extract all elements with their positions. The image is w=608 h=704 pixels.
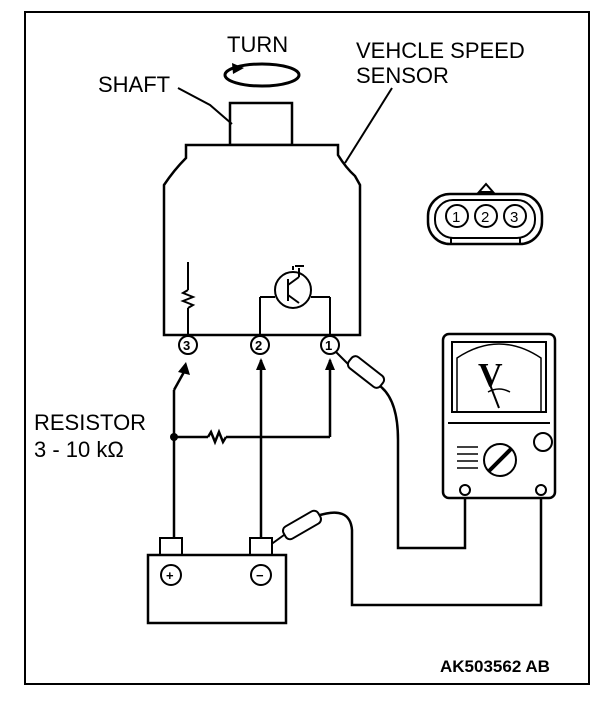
figure-code: AK503562 AB (440, 657, 550, 676)
battery-plus-label: + (166, 568, 174, 583)
turn-arrow-icon (223, 62, 301, 88)
voltmeter (441, 332, 557, 500)
internal-resistor (180, 262, 196, 335)
pin-2-label: 2 (255, 338, 262, 353)
connector-pin-3: 3 (510, 209, 518, 226)
pin-3-circle (178, 335, 198, 355)
probe-2 (265, 509, 322, 549)
shaft (228, 101, 294, 147)
sensor-label-line1: VEHCLE SPEED (356, 38, 525, 63)
pin-1-circle (320, 335, 340, 355)
pin-3-label: 3 (183, 338, 190, 353)
resistor-label-line2: 3 - 10 kΩ (34, 437, 124, 462)
battery (146, 537, 288, 625)
shaft-leader (177, 87, 233, 125)
sensor-label-line2: SENSOR (356, 63, 449, 88)
meter-unit-label: V (478, 357, 503, 394)
wires (172, 360, 543, 607)
arrow-pin2 (256, 358, 266, 370)
connector-icon (426, 182, 544, 246)
junction-dot (170, 433, 178, 441)
resistor-label-line1: RESISTOR (34, 410, 146, 435)
pin-2-circle (250, 335, 270, 355)
connector-pin-2: 2 (481, 209, 489, 226)
arrow-pin3 (178, 362, 190, 375)
shaft-label: SHAFT (98, 72, 170, 97)
frame (24, 11, 590, 685)
sensor-leader (344, 87, 393, 164)
arrow-pin1 (325, 358, 335, 370)
pin-1-label: 1 (325, 338, 332, 353)
transistor-icon (259, 265, 331, 335)
turn-label: TURN (227, 32, 288, 57)
probe-1 (335, 351, 386, 389)
connector-pin-1: 1 (452, 209, 460, 226)
battery-minus-label: − (256, 568, 264, 583)
